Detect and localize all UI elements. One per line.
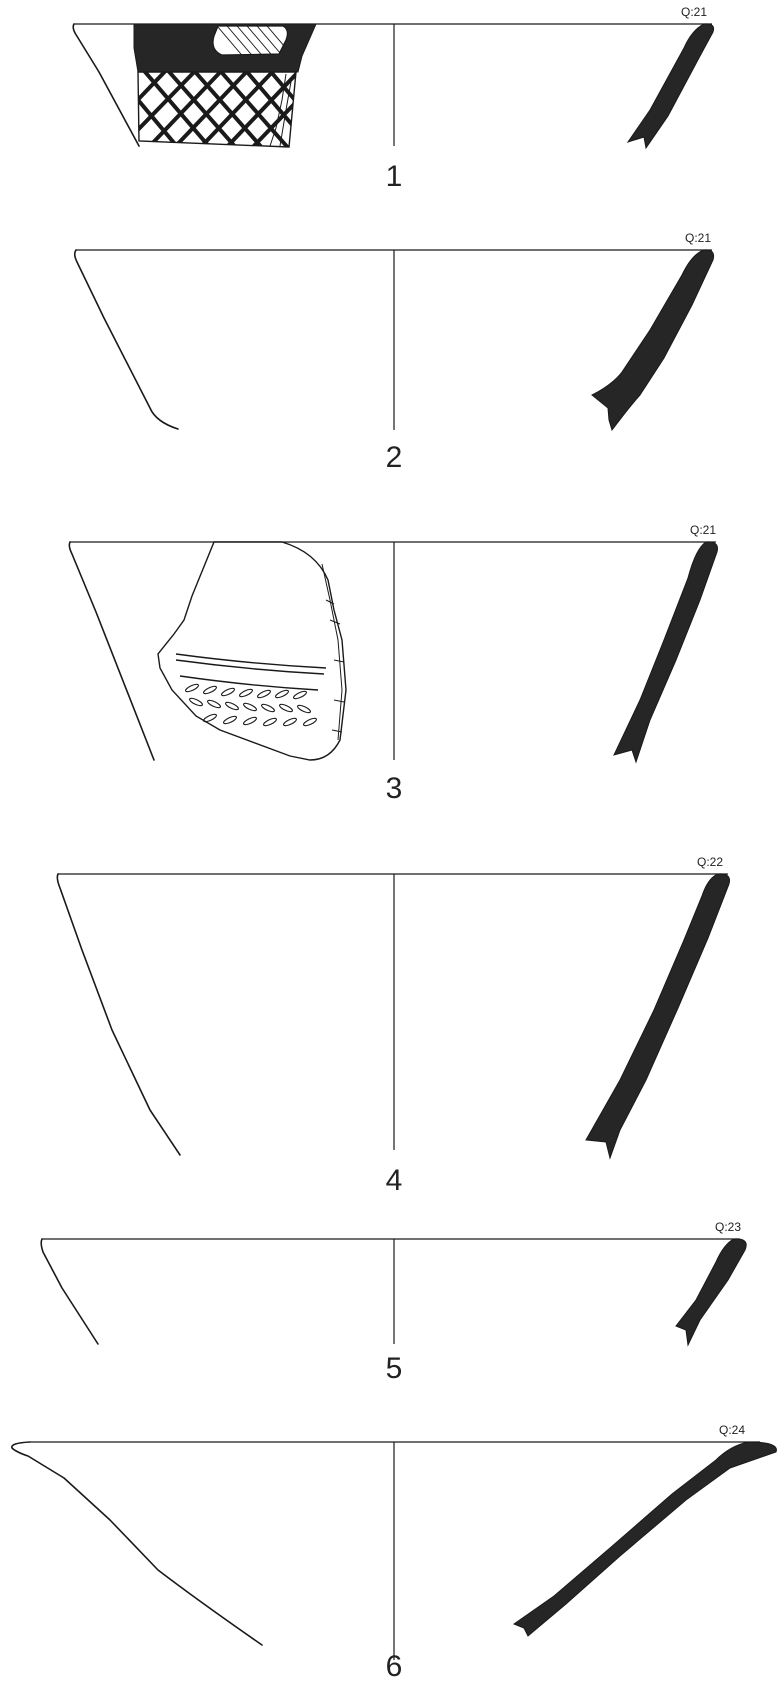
figure-2-section [591,249,715,432]
figure-3-impressed-marks [185,683,317,727]
figure-5-number: 5 [386,1352,403,1385]
figure-3-number: 3 [386,772,403,805]
figure-2-number: 2 [386,441,403,474]
figure-1-context-label: Q:21 [681,5,707,19]
figure-3: Q:21 3 [68,523,718,805]
figure-3-context-label: Q:21 [690,523,716,537]
figure-3-incised-lines [175,653,327,691]
figure-2-context-label: Q:21 [685,231,711,245]
figure-5-section [675,1238,747,1347]
figure-6-section [512,1441,777,1637]
figure-2: Q:21 2 [73,231,715,474]
figure-1-section [626,23,715,150]
figure-4-section [585,873,730,1160]
figure-1-sherd-edge [269,73,293,147]
figure-2-profile-outline [73,249,179,430]
figure-3-sherd-edge [321,563,345,741]
figure-3-profile-outline [68,541,155,761]
figure-3-section [613,541,718,764]
figure-5: Q:23 5 [40,1220,747,1385]
figure-4-number: 4 [386,1164,403,1197]
figure-6-number: 6 [386,1650,403,1683]
figure-5-profile-outline [40,1238,99,1345]
figure-4-profile-outline [56,873,181,1156]
figure-6: Q:24 6 [11,1423,777,1683]
figure-1-net-pattern [138,72,296,147]
figure-4: Q:22 4 [56,855,730,1197]
figure-3-sherd-body [157,541,347,761]
figure-1-number: 1 [386,160,403,193]
figure-1-profile-outline [72,23,140,147]
figure-1-hatched-window [212,25,289,56]
figure-5-context-label: Q:23 [715,1220,741,1234]
figure-1: Q:21 1 [72,5,715,193]
figure-4-context-label: Q:22 [697,855,723,869]
figure-6-context-label: Q:24 [719,1423,745,1437]
figure-6-profile-outline [11,1441,263,1646]
